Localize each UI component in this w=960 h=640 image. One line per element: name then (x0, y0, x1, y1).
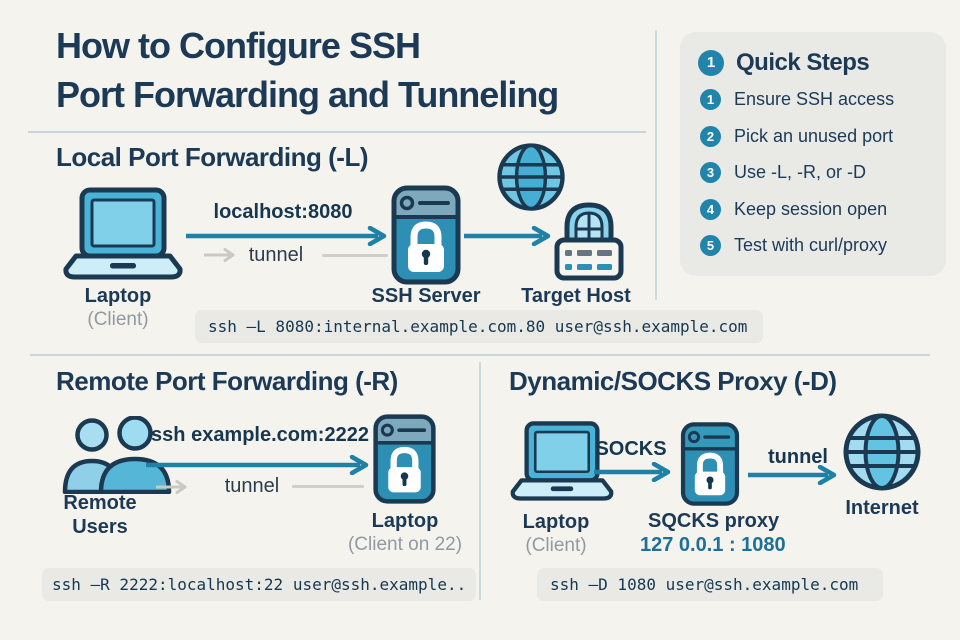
dynamic-section-heading: Dynamic/SOCKS Proxy (-D) (509, 366, 837, 396)
quick-steps-header: 1 Quick Steps (698, 44, 930, 82)
remote-laptop-icon (368, 413, 441, 505)
quick-step-item: 1 Ensure SSH access (700, 82, 930, 118)
remote-users-icon (56, 416, 178, 494)
step-number-badge: 5 (700, 235, 721, 257)
step-number-badge: 1 (700, 89, 721, 111)
laptop-icon (60, 186, 186, 288)
quick-steps-header-badge: 1 (698, 49, 724, 76)
tunnel-arrow-icon (204, 248, 238, 262)
flow-label-ssh-2222: ssh example.com:2222 (151, 424, 369, 446)
globe-icon (496, 142, 566, 212)
tunnel-label: tunnel (768, 446, 828, 468)
ssh-server-icon (390, 184, 462, 286)
flow-label-localhost: localhost:8080 (213, 201, 353, 223)
page-title-line2: Port Forwarding and Tunneling (56, 74, 559, 115)
laptop-label: Laptop (84, 285, 152, 307)
remote-laptop-label: Laptop (371, 510, 439, 532)
socks-proxy-address: 127 0.0.1 : 1080 (640, 534, 786, 556)
remote-laptop-sublabel: (Client on 22) (347, 534, 463, 555)
flow-arrow (748, 465, 840, 485)
step-number-badge: 2 (700, 125, 721, 147)
tunnel-line (292, 485, 364, 488)
step-number-badge: 4 (700, 198, 721, 220)
quick-step-item: 5 Test with curl/proxy (700, 228, 930, 264)
ssh-server-label: SSH Server (371, 285, 481, 307)
divider-bottom-sections (30, 354, 930, 356)
divider-local-section (28, 131, 646, 133)
remote-command: ssh –R 2222:localhost:22 user@ssh.exampl… (42, 568, 476, 601)
page-title: How to Configure SSH Port Forwarding and… (56, 21, 559, 119)
internet-label: Internet (845, 497, 919, 519)
step-label: Keep session open (734, 198, 888, 219)
dynamic-laptop-sublabel: (Client) (525, 535, 587, 556)
dynamic-laptop-label: Laptop (522, 511, 590, 533)
remote-users-label-line2: Users (72, 516, 128, 538)
internet-globe-icon (842, 412, 922, 492)
quick-step-item: 4 Keep session open (700, 191, 930, 227)
divider-vertical-bottom (479, 362, 481, 600)
target-host-label: Target Host (521, 285, 631, 307)
tunnel-arrow-icon (156, 480, 190, 494)
step-label: Use -L, -R, or -D (734, 162, 867, 183)
step-label: Ensure SSH access (734, 89, 895, 110)
remote-section-heading: Remote Port Forwarding (-R) (56, 366, 398, 396)
flow-arrow (594, 462, 674, 482)
local-command: ssh –L 8080:internal.example.com.80 user… (195, 310, 763, 343)
tunnel-label: tunnel (224, 475, 280, 497)
flow-arrow (464, 226, 554, 246)
laptop-sublabel: (Client) (87, 309, 149, 330)
quick-steps-panel: 1 Quick Steps 1 Ensure SSH access 2 Pick… (680, 32, 946, 276)
page-title-line1: How to Configure SSH (56, 25, 421, 66)
step-label: Test with curl/proxy (734, 235, 888, 256)
flow-arrow (146, 455, 372, 475)
quick-step-item: 3 Use -L, -R, or -D (700, 155, 930, 191)
divider-vertical-top (655, 30, 657, 300)
tunnel-label: tunnel (248, 244, 304, 266)
dynamic-command: ssh –D 1080 user@ssh.example.com (537, 568, 883, 601)
quick-step-item: 2 Pick an unused port (700, 118, 930, 154)
socks-proxy-icon (674, 421, 746, 507)
socks-proxy-label: SQCKS proxy (648, 510, 780, 532)
local-section-heading: Local Port Forwarding (-L) (56, 142, 369, 172)
tunnel-line (322, 254, 388, 257)
flow-arrow (186, 226, 390, 246)
target-host-icon (550, 196, 628, 282)
step-number-badge: 3 (700, 162, 721, 184)
step-label: Pick an unused port (734, 125, 894, 146)
remote-users-label-line1: Remote (63, 492, 137, 514)
quick-steps-title: Quick Steps (736, 48, 870, 76)
socks-label: SOCKS (595, 438, 667, 460)
laptop-icon (506, 420, 618, 508)
